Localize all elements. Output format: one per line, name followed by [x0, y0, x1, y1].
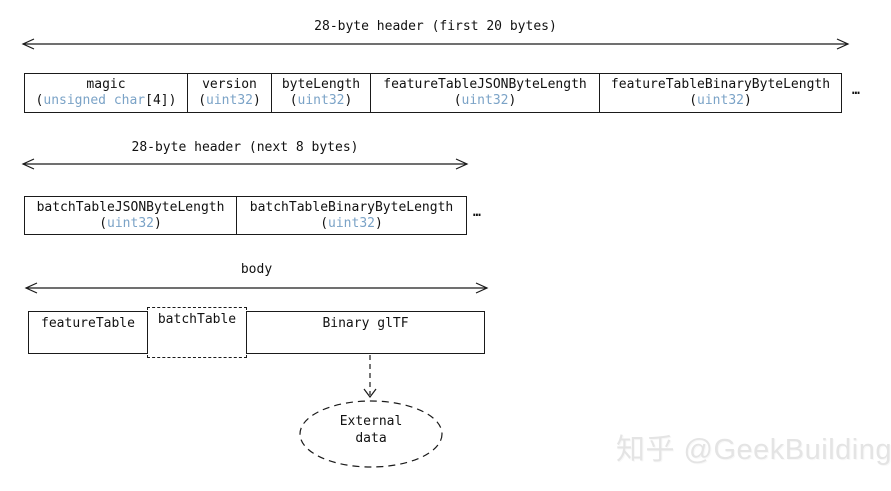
cell-version: version(uint32) — [187, 73, 272, 113]
cell-bytelength: byteLength(uint32) — [271, 73, 371, 113]
cell-name-label: byteLength — [281, 77, 361, 92]
cell-name-label: version — [202, 77, 257, 92]
type-segment: uint32 — [461, 93, 509, 108]
type-segment: uint32 — [107, 215, 154, 231]
cell-type-label: (uint32) — [188, 93, 271, 109]
cell-batchtablebinarybytelength: batchTableBinaryByteLength(uint32) — [236, 196, 467, 235]
cell-type-label: (uint32) — [600, 93, 841, 109]
cell-featuretablejsonbytelength: featureTableJSONByteLength(uint32) — [370, 73, 600, 113]
type-segment: uint32 — [697, 93, 744, 108]
type-segment: ) — [508, 93, 517, 108]
span-arrow-header-next — [21, 158, 469, 170]
section-label-body: body — [240, 262, 273, 277]
cell-name-label: batchTable — [157, 312, 237, 327]
cell-featuretable: featureTable — [28, 311, 148, 354]
cell-batchtable: batchTable — [147, 307, 247, 358]
type-segment: ( — [320, 215, 329, 231]
body-row: featureTable batchTable Binary glTF — [28, 307, 485, 362]
watermark: 知乎 @GeekBuilding — [616, 434, 891, 466]
cell-binary-gltf: Binary glTF — [246, 311, 485, 354]
cell-name-label: batchTableBinaryByteLength — [249, 199, 454, 215]
cell-magic: magic(unsigned char[4]) — [24, 73, 188, 113]
type-segment: ( — [453, 93, 462, 108]
cell-name-label: Binary glTF — [322, 316, 409, 331]
type-segment: ( — [198, 93, 207, 108]
span-arrow-body — [24, 282, 489, 294]
span-arrow-header-first — [21, 38, 850, 50]
type-segment: [4] — [145, 93, 169, 108]
cell-type-label: (uint32) — [25, 216, 236, 232]
type-segment: ) — [344, 93, 353, 108]
type-segment: ) — [374, 215, 383, 231]
type-segment: unsigned char — [43, 93, 146, 108]
external-data-line2: data — [355, 431, 387, 446]
row2-overflow-ellipsis: … — [473, 205, 481, 220]
type-segment: uint32 — [297, 93, 345, 108]
header-row-2: batchTableJSONByteLength(uint32)batchTab… — [24, 196, 467, 235]
cell-type-label: (unsigned char[4]) — [25, 93, 187, 109]
cell-name-label: batchTableJSONByteLength — [36, 199, 225, 215]
cell-name-label: featureTableJSONByteLength — [383, 77, 587, 92]
type-segment: ) — [252, 93, 261, 108]
type-segment: ( — [689, 93, 698, 108]
type-segment: ) — [153, 215, 162, 231]
external-data-label: External data — [300, 413, 442, 447]
cell-featuretablebinarybytelength: featureTableBinaryByteLength(uint32) — [599, 73, 842, 113]
cell-type-label: (uint32) — [272, 93, 370, 109]
header-row-1: magic(unsigned char[4])version(uint32)by… — [24, 73, 842, 113]
cell-type-label: (uint32) — [371, 93, 599, 109]
type-segment: uint32 — [328, 215, 375, 231]
row1-overflow-ellipsis: … — [852, 83, 860, 98]
type-segment: ) — [168, 93, 177, 108]
external-data-line1: External — [339, 414, 403, 429]
type-segment: ( — [99, 215, 108, 231]
type-segment: ( — [289, 93, 298, 108]
type-segment: ) — [743, 93, 752, 108]
section-label-header-next: 28-byte header (next 8 bytes) — [131, 140, 359, 155]
type-segment: ( — [35, 93, 44, 108]
cell-type-label: (uint32) — [237, 216, 466, 232]
cell-name-label: featureTable — [41, 316, 135, 331]
section-label-header-first: 28-byte header (first 20 bytes) — [314, 19, 557, 34]
cell-name-label: magic — [86, 77, 126, 92]
type-segment: uint32 — [206, 93, 253, 108]
cell-batchtablejsonbytelength: batchTableJSONByteLength(uint32) — [24, 196, 237, 235]
cell-name-label: featureTableBinaryByteLength — [610, 77, 831, 92]
